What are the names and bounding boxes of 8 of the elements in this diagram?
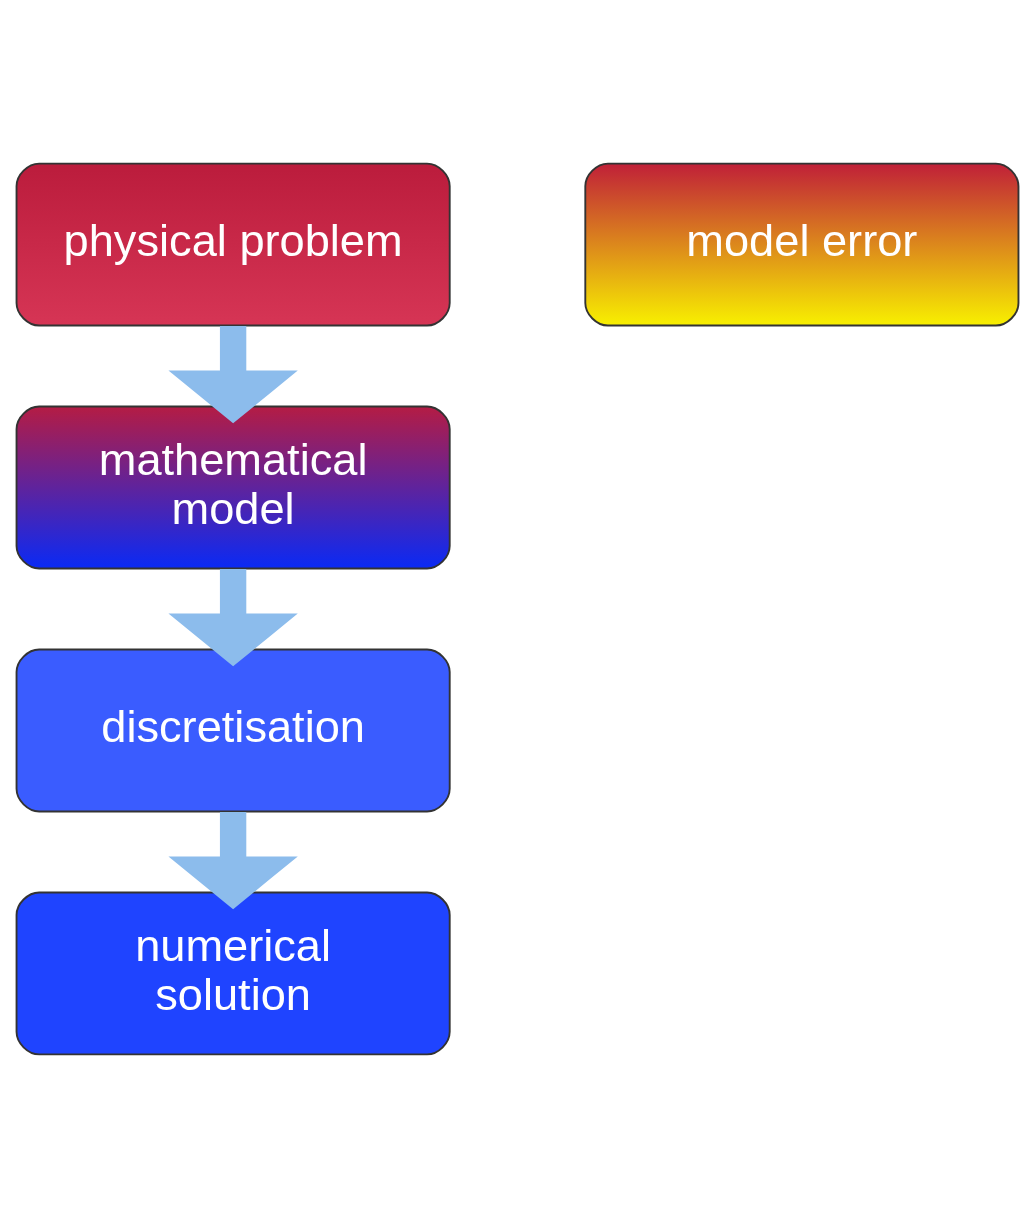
node-box: numerical solution <box>15 891 451 1056</box>
node-box: model error <box>583 162 1019 327</box>
node-box: physical problem <box>15 162 451 327</box>
arrow <box>167 326 298 424</box>
arrow <box>167 569 298 667</box>
node-box: mathematical model <box>15 405 451 570</box>
arrow <box>167 812 298 910</box>
node-box: discretisation <box>15 648 451 813</box>
